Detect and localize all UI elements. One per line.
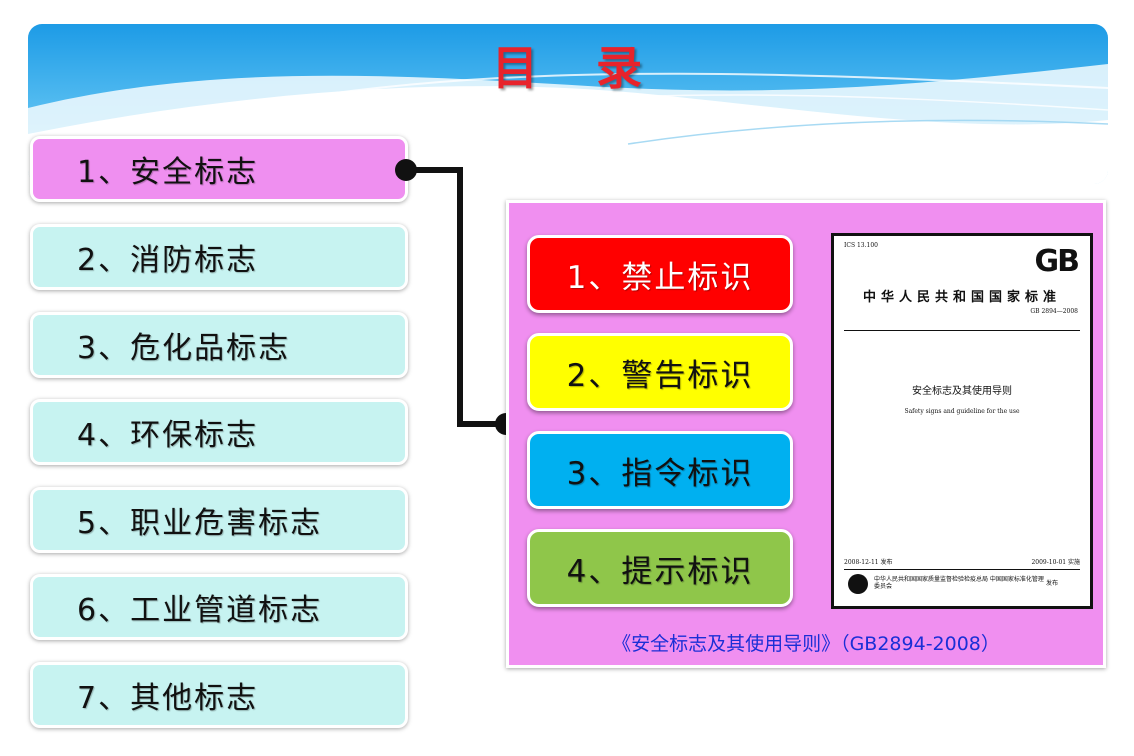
standard-caption: 《安全标志及其使用导则》（GB2894-2008）: [612, 633, 1000, 655]
menu-item-7[interactable]: 7、其他标志: [30, 662, 408, 728]
menu-item-3[interactable]: 3、危化品标志: [30, 312, 408, 378]
emblem-icon: [848, 574, 868, 594]
doc-issue-date: 2008-12-11 发布: [844, 559, 893, 566]
connector-start-dot: [395, 159, 417, 181]
standard-document-cover: ICS 13.100 GB 中华人民共和国国家标准 GB 2894—2008 安…: [831, 233, 1093, 609]
menu-item-6[interactable]: 6、工业管道标志: [30, 574, 408, 640]
menu-item-4[interactable]: 4、环保标志: [30, 399, 408, 465]
gb-logo: GB: [1034, 244, 1080, 279]
sub-item-1[interactable]: 1、禁止标识: [527, 235, 793, 313]
doc-divider-bottom: [844, 569, 1080, 570]
page-title: 目录: [492, 41, 700, 95]
doc-standard-number: GB 2894—2008: [1030, 308, 1078, 315]
sub-item-2[interactable]: 2、警告标识: [527, 333, 793, 411]
doc-title: 安全标志及其使用导则: [912, 386, 1012, 397]
doc-implement-date: 2009-10-01 实施: [1031, 559, 1080, 566]
doc-divider: [844, 330, 1080, 331]
doc-national-standard: 中华人民共和国国家标准: [862, 290, 1061, 305]
doc-title-en: Safety signs and guideline for the use: [904, 408, 1020, 415]
menu-item-2[interactable]: 2、消防标志: [30, 224, 408, 290]
sub-item-3[interactable]: 3、指令标识: [527, 431, 793, 509]
doc-ics-code: ICS 13.100: [844, 242, 878, 249]
doc-publisher: 中华人民共和国国家质量监督检验检疫总局 中国国家标准化管理委员会: [874, 576, 1044, 590]
sub-item-4[interactable]: 4、提示标识: [527, 529, 793, 607]
detail-panel: 1、禁止标识 2、警告标识 3、指令标识 4、提示标识 ICS 13.100 GB 中…: [506, 200, 1106, 668]
doc-publisher-suffix: 发布: [1046, 580, 1059, 587]
menu-item-5[interactable]: 5、职业危害标志: [30, 487, 408, 553]
menu-item-1[interactable]: 1、安全标志: [30, 136, 408, 202]
